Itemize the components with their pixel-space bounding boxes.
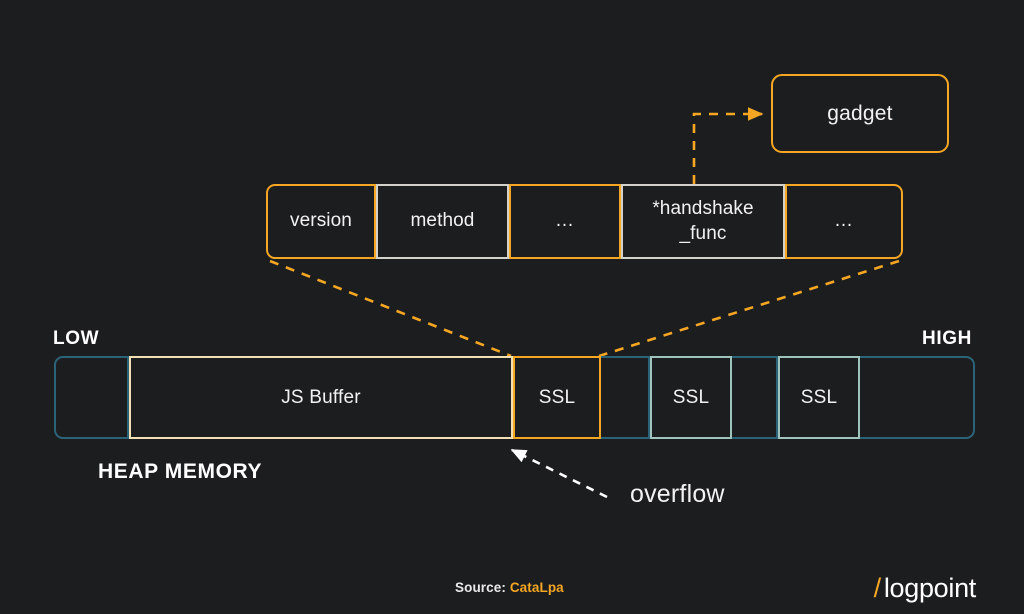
heap-segment-ssl-overflowed-label: SSL (538, 386, 576, 408)
ssl-struct-row: version method … *handshake _func … (266, 184, 903, 259)
struct-cell-ellipsis-2: … (787, 186, 901, 257)
heap-segment-js-buffer: JS Buffer (129, 356, 513, 439)
heap-high-label: HIGH (922, 328, 972, 349)
heap-memory-bar: JS Buffer SSL SSL SSL (54, 356, 975, 439)
overflow-arrow (510, 448, 608, 499)
heap-segment-free-2 (601, 358, 650, 437)
gadget-pointer-connector (692, 107, 764, 184)
struct-cell-version-label: version (290, 210, 352, 232)
source-prefix: Source: (455, 580, 506, 595)
heap-segment-free-1 (56, 358, 129, 437)
heap-segment-free-4 (860, 358, 973, 437)
heap-low-label: LOW (53, 328, 100, 349)
struct-cell-ellipsis-2-label: … (834, 210, 854, 232)
struct-to-heap-left-connector (269, 259, 512, 358)
struct-cell-handshake-func: *handshake _func (621, 184, 787, 259)
heap-segment-ssl-2: SSL (650, 356, 732, 439)
heap-segment-ssl-3: SSL (778, 356, 860, 439)
struct-cell-handshake-func-label: *handshake _func (652, 198, 754, 244)
struct-cell-method: method (376, 184, 511, 259)
struct-cell-version: version (268, 186, 376, 257)
logpoint-logo: / logpoint (873, 573, 977, 604)
heap-segment-free-3 (732, 358, 778, 437)
struct-to-heap-right-connector (598, 259, 900, 358)
struct-cell-method-label: method (410, 210, 475, 232)
struct-cell-ellipsis-1: … (511, 186, 621, 257)
heap-segment-ssl-overflowed: SSL (513, 356, 601, 439)
source-credit: Source: CataLpa (455, 580, 564, 595)
overflow-label: overflow (630, 480, 725, 508)
heap-segment-ssl-3-label: SSL (800, 386, 838, 408)
heap-segment-ssl-2-label: SSL (672, 386, 710, 408)
gadget-label: gadget (827, 101, 893, 125)
logo-slash-icon: / (873, 573, 882, 603)
heap-segment-js-buffer-label: JS Buffer (281, 386, 361, 408)
heap-memory-title: HEAP MEMORY (98, 460, 263, 483)
source-name: CataLpa (509, 580, 564, 595)
struct-cell-ellipsis-1-label: … (555, 210, 575, 232)
logo-wordmark: logpoint (883, 573, 976, 603)
gadget-box: gadget (771, 74, 949, 153)
